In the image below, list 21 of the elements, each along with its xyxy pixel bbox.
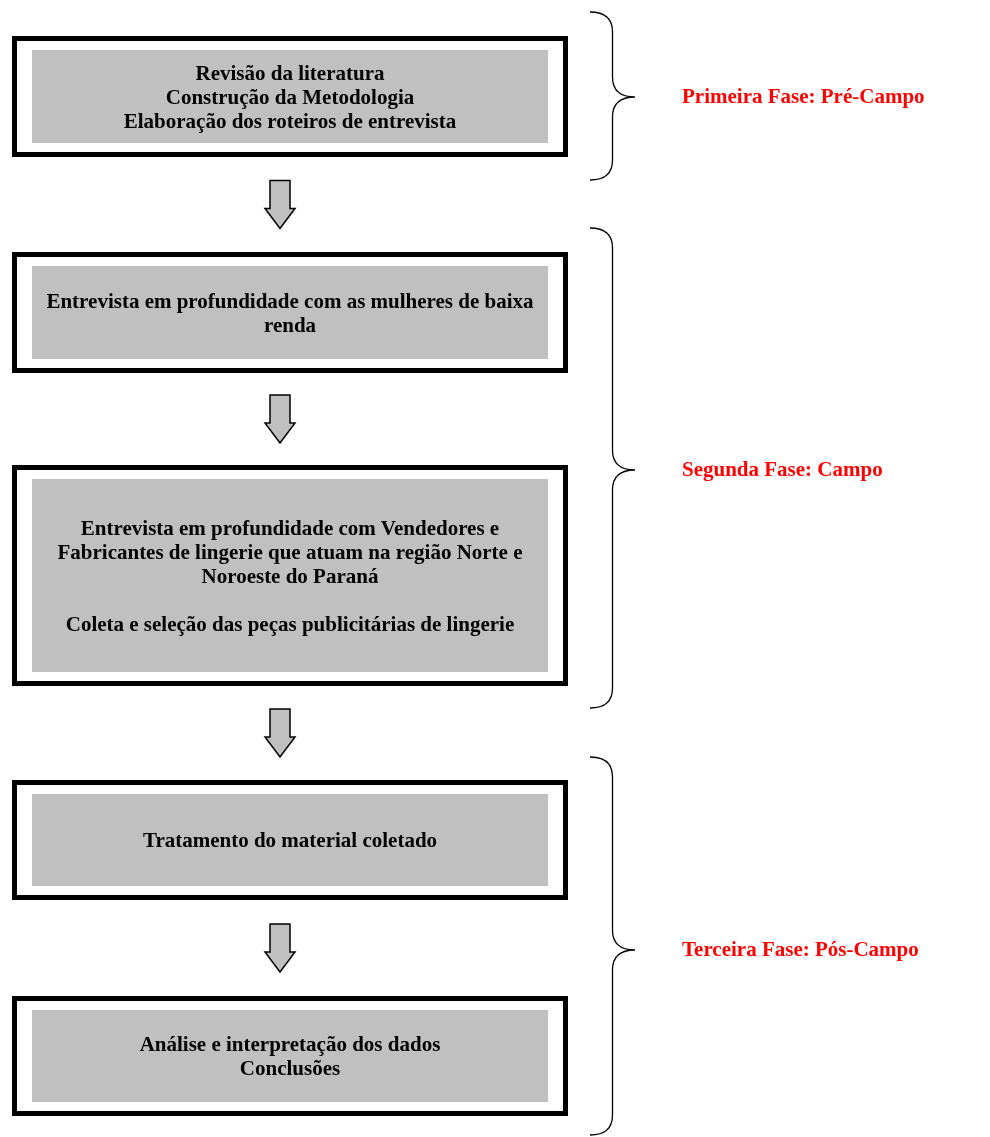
process-box — [12, 36, 568, 157]
block-arrow — [263, 394, 297, 445]
block-arrow — [263, 179, 297, 230]
process-box — [12, 252, 568, 373]
phase-label: Terceira Fase: Pós-Campo — [682, 937, 919, 962]
step-text: Entrevista em profundidade com as mulheres de baixa renda — [45, 288, 535, 337]
phase-label: Primeira Fase: Pré-Campo — [682, 84, 925, 109]
step-text: Coleta e seleção das peças publicitárias de lingerie — [64, 611, 516, 636]
process-box — [12, 996, 568, 1116]
step-text: Conclusões — [238, 1056, 342, 1080]
process-box — [12, 465, 568, 686]
process-box — [12, 780, 568, 900]
step-text: Tratamento do material coletado — [141, 828, 439, 852]
phase-label: Segunda Fase: Campo — [682, 457, 883, 482]
step-text: Elaboração dos roteiros de entrevista — [122, 108, 458, 133]
step-text: Análise e interpretação dos dados — [138, 1032, 442, 1056]
step-text: Entrevista em profundidade com Vendedores e Fabricantes de lingerie que atuam na região Norte e Noroeste do Paraná — [56, 515, 524, 588]
step-text: Revisão da literatura — [194, 60, 386, 85]
block-arrow — [263, 923, 297, 974]
step-text: Construção da Metodologia — [164, 84, 416, 109]
block-arrow — [263, 708, 297, 759]
